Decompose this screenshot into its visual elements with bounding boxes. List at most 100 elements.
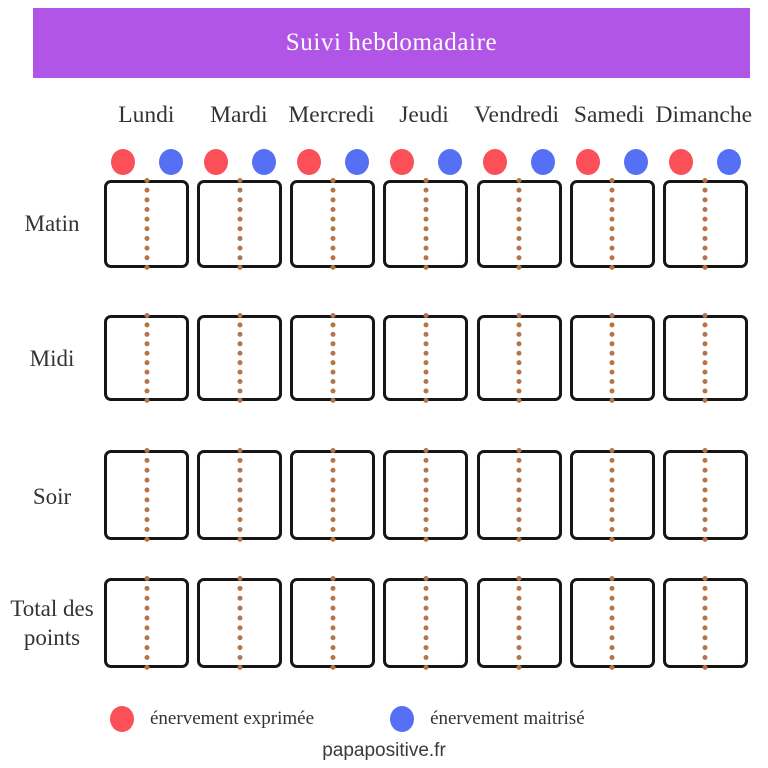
- cell-wrap: [566, 313, 659, 403]
- red-dot-icon[interactable]: [483, 149, 508, 175]
- legend-label-enervement-exprimee: énervement exprimée: [150, 708, 315, 729]
- cell-divider-dotted-line: [144, 576, 150, 670]
- cell-divider-dotted-line: [702, 178, 708, 270]
- cell-divider-dotted-line: [144, 178, 150, 270]
- cell-soir-samedi[interactable]: [569, 448, 655, 542]
- cell-total-samedi[interactable]: [569, 576, 655, 670]
- day-header-mardi: Mardi: [210, 101, 268, 128]
- row-label-matin: Matin: [24, 211, 80, 236]
- row-label-total-line2: points: [23, 624, 81, 650]
- blue-dot-icon[interactable]: [717, 149, 742, 175]
- cell-divider-dotted-line: [423, 313, 429, 403]
- cell-wrap: [473, 313, 566, 403]
- cell-wrap: [193, 448, 286, 542]
- cell-total-lundi[interactable]: [104, 576, 190, 670]
- cell-wrap: [193, 576, 286, 670]
- red-dot-icon[interactable]: [296, 149, 321, 175]
- cell-wrap: [566, 178, 659, 270]
- cell-midi-vendredi[interactable]: [476, 313, 562, 403]
- cell-matin-dimanche[interactable]: [662, 178, 748, 270]
- cell-matin-lundi[interactable]: [104, 178, 190, 270]
- cell-divider-dotted-line: [330, 576, 336, 670]
- cell-midi-lundi[interactable]: [104, 313, 190, 403]
- legend-label-enervement-maitrise: énervement maitrisé: [430, 708, 585, 729]
- red-dot-icon[interactable]: [389, 149, 414, 175]
- cell-wrap: [659, 313, 752, 403]
- cell-total-mardi[interactable]: [197, 576, 283, 670]
- cell-matin-samedi[interactable]: [569, 178, 655, 270]
- cell-divider-dotted-line: [516, 313, 522, 403]
- cell-wrap: [566, 448, 659, 542]
- cell-total-dimanche[interactable]: [662, 576, 748, 670]
- cell-divider-dotted-line: [702, 448, 708, 542]
- grid-row-total-des-points: [100, 576, 752, 670]
- cell-wrap: [566, 576, 659, 670]
- blue-dot-icon[interactable]: [158, 149, 183, 175]
- cell-matin-mardi[interactable]: [197, 178, 283, 270]
- cell-wrap: [100, 313, 193, 403]
- cell-divider-dotted-line: [423, 178, 429, 270]
- cell-total-vendredi[interactable]: [476, 576, 562, 670]
- blue-dot-icon[interactable]: [531, 149, 556, 175]
- red-dot-icon[interactable]: [110, 149, 135, 175]
- dot-pair-jeudi: [379, 148, 472, 176]
- day-header-jeudi: Jeudi: [399, 101, 449, 128]
- dot-marker-row: [100, 148, 752, 176]
- row-label-midi: Midi: [29, 346, 75, 371]
- red-dot-icon[interactable]: [669, 149, 694, 175]
- footer-credit: papapositive.fr: [322, 740, 446, 761]
- blue-dot-icon[interactable]: [344, 149, 369, 175]
- cell-total-jeudi[interactable]: [383, 576, 469, 670]
- cell-matin-jeudi[interactable]: [383, 178, 469, 270]
- cell-divider-dotted-line: [237, 448, 243, 542]
- header-banner: Suivi hebdomadaire: [33, 8, 750, 78]
- dot-pair-vendredi: [473, 148, 566, 176]
- red-dot-icon: [110, 706, 134, 732]
- cell-wrap: [379, 313, 472, 403]
- cell-total-mercredi[interactable]: [290, 576, 376, 670]
- cell-wrap: [659, 448, 752, 542]
- cell-divider-dotted-line: [609, 178, 615, 270]
- cell-wrap: [659, 576, 752, 670]
- red-dot-icon[interactable]: [203, 149, 228, 175]
- cell-divider-dotted-line: [330, 448, 336, 542]
- cell-divider-dotted-line: [144, 313, 150, 403]
- cell-wrap: [379, 576, 472, 670]
- cell-matin-vendredi[interactable]: [476, 178, 562, 270]
- cell-divider-dotted-line: [516, 178, 522, 270]
- cell-wrap: [100, 448, 193, 542]
- cell-midi-mardi[interactable]: [197, 313, 283, 403]
- blue-dot-icon[interactable]: [437, 149, 462, 175]
- blue-dot-icon: [390, 706, 415, 732]
- cell-wrap: [193, 178, 286, 270]
- cell-soir-mercredi[interactable]: [290, 448, 376, 542]
- cell-soir-mardi[interactable]: [197, 448, 283, 542]
- cell-divider-dotted-line: [702, 576, 708, 670]
- cell-soir-jeudi[interactable]: [383, 448, 469, 542]
- cell-midi-dimanche[interactable]: [662, 313, 748, 403]
- cell-soir-dimanche[interactable]: [662, 448, 748, 542]
- red-dot-icon[interactable]: [576, 149, 601, 175]
- day-header-vendredi: Vendredi: [474, 101, 560, 128]
- cell-midi-mercredi[interactable]: [290, 313, 376, 403]
- cell-soir-lundi[interactable]: [104, 448, 190, 542]
- day-header-dimanche: Dimanche: [655, 101, 753, 128]
- cell-wrap: [100, 178, 193, 270]
- blue-dot-icon[interactable]: [624, 149, 649, 175]
- day-header-mercredi: Mercredi: [288, 101, 375, 128]
- grid-row-soir: [100, 448, 752, 542]
- cell-divider-dotted-line: [609, 313, 615, 403]
- cell-divider-dotted-line: [516, 576, 522, 670]
- cell-midi-samedi[interactable]: [569, 313, 655, 403]
- cell-wrap: [100, 576, 193, 670]
- cell-matin-mercredi[interactable]: [290, 178, 376, 270]
- cell-divider-dotted-line: [237, 313, 243, 403]
- cell-midi-jeudi[interactable]: [383, 313, 469, 403]
- legend-item-enervement-maitrise: énervement maitrisé: [390, 706, 585, 732]
- cell-soir-vendredi[interactable]: [476, 448, 562, 542]
- cell-divider-dotted-line: [609, 576, 615, 670]
- dot-pair-lundi: [100, 148, 193, 176]
- row-label-total-line1: Total des: [10, 596, 94, 621]
- dot-pair-samedi: [566, 148, 659, 176]
- blue-dot-icon[interactable]: [251, 149, 276, 175]
